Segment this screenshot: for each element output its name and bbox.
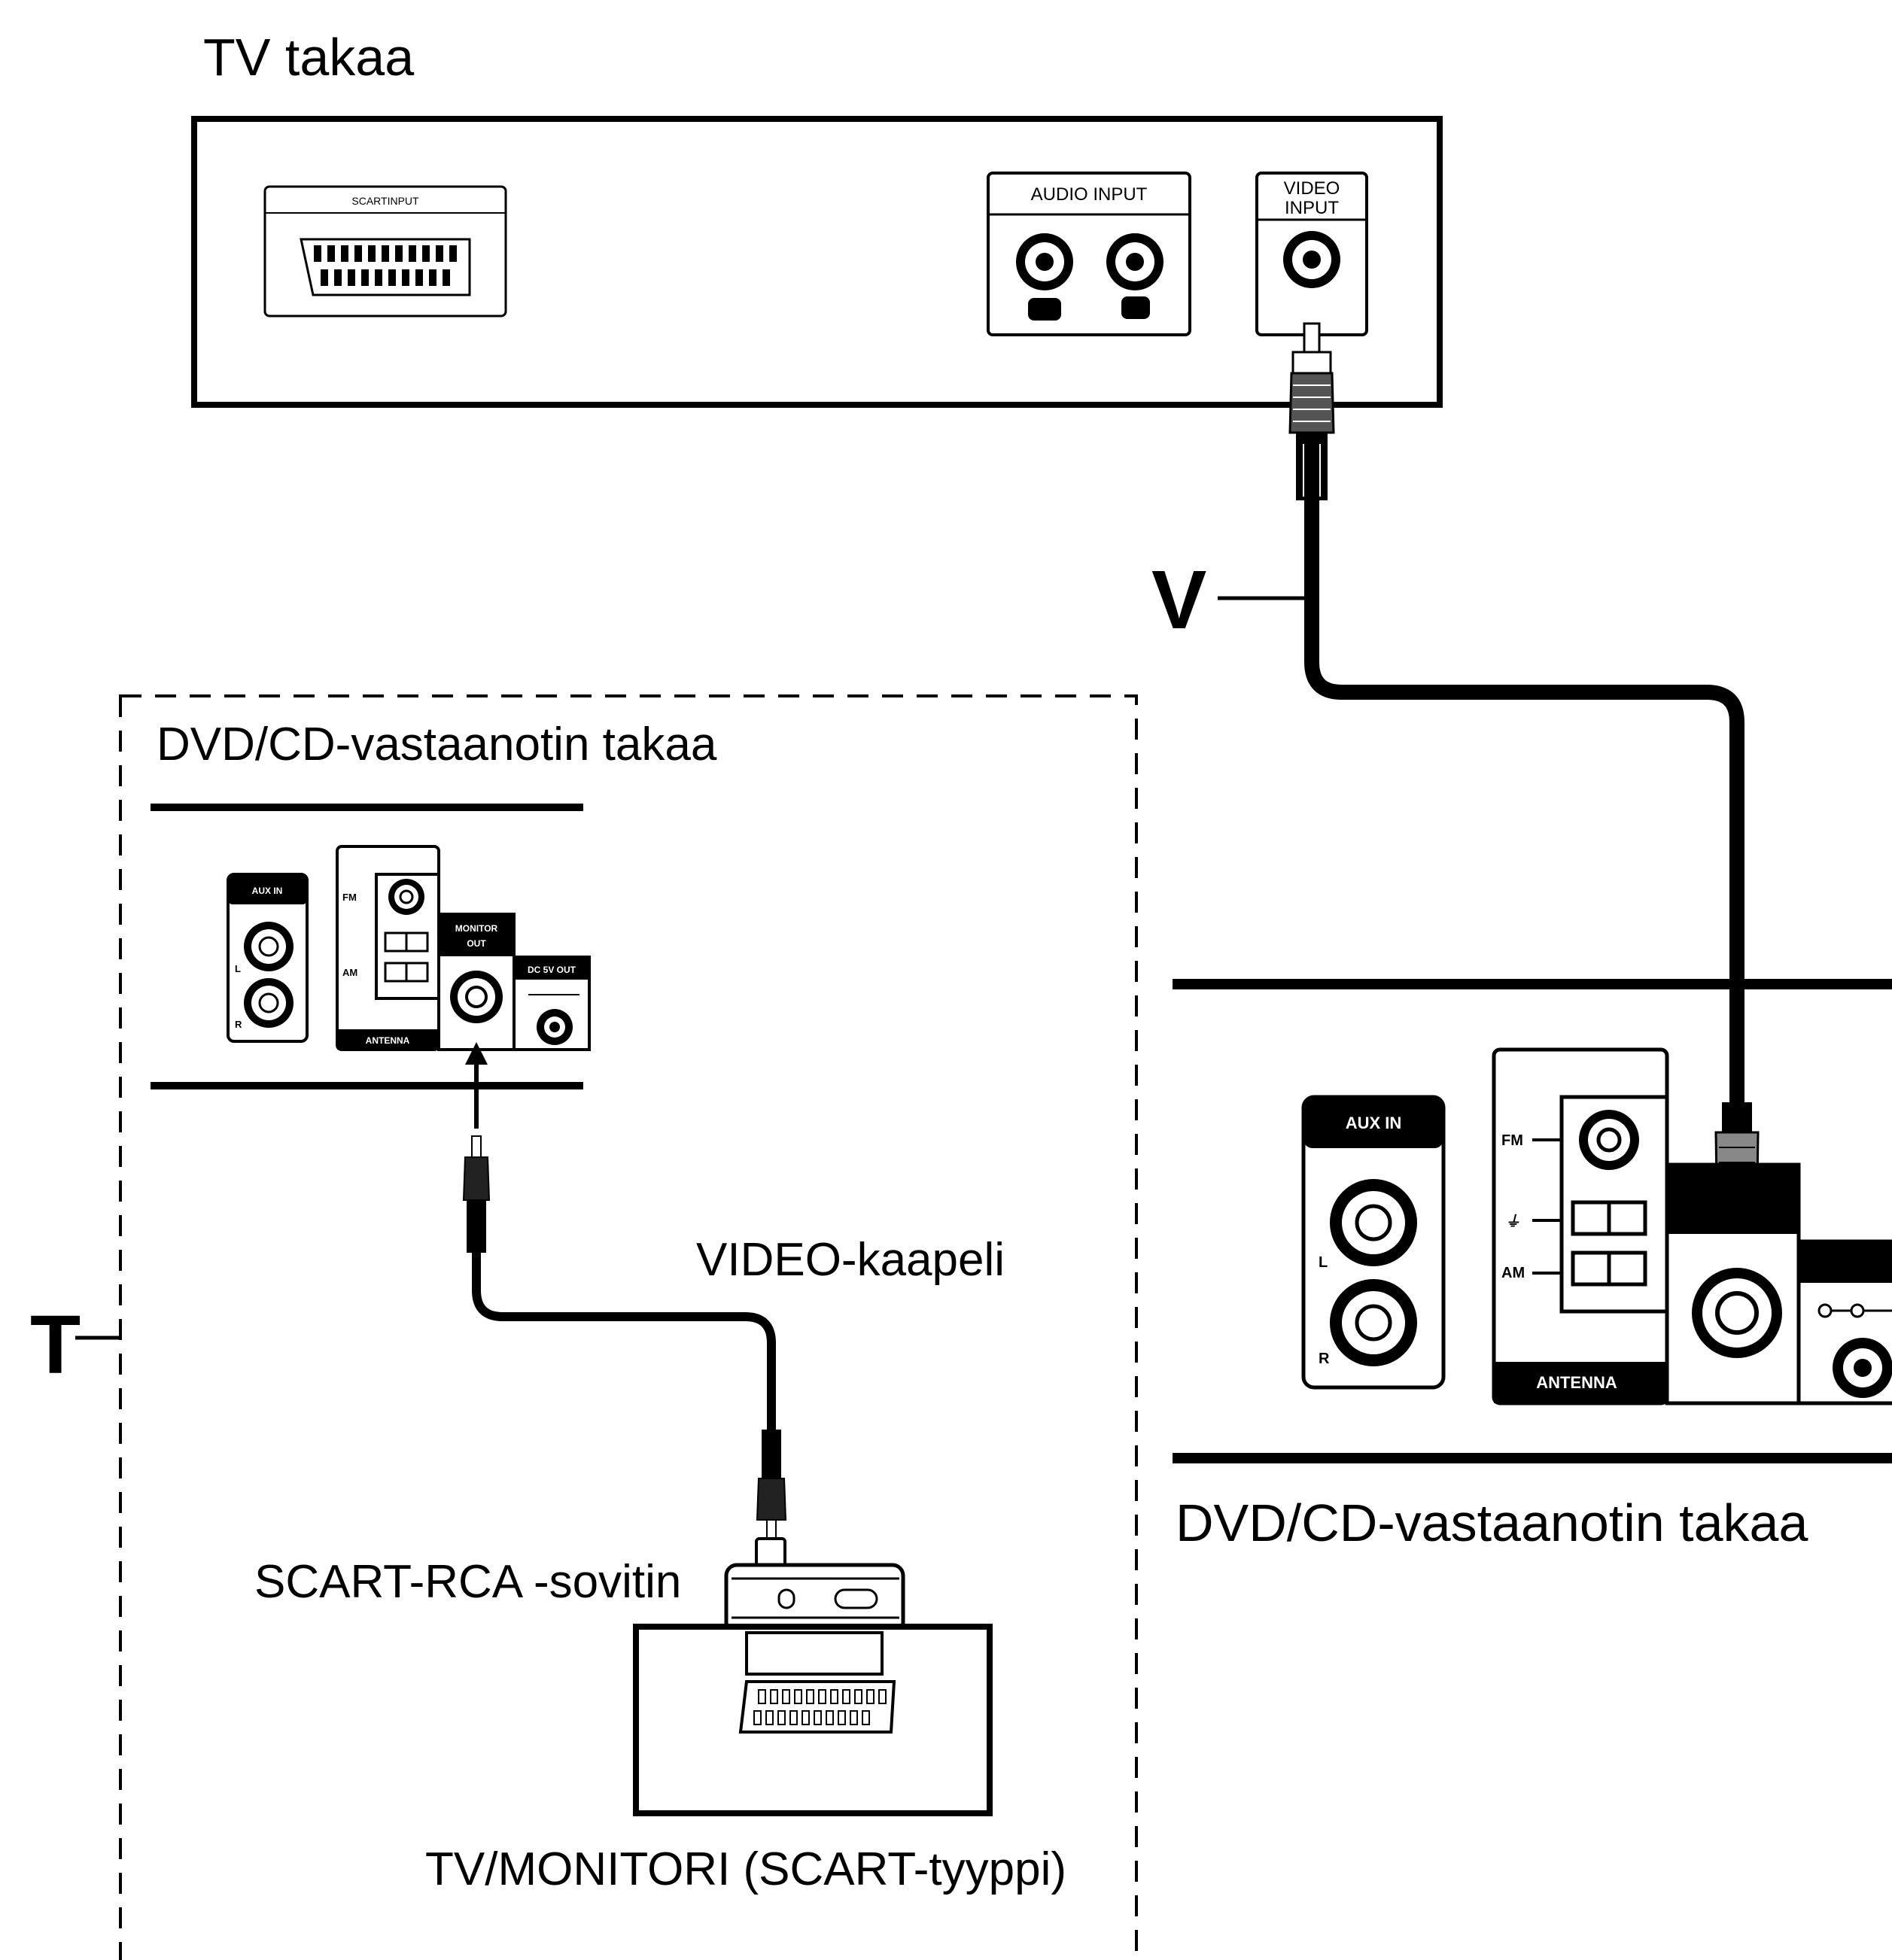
tv-audio-jack-left bbox=[1016, 233, 1073, 321]
inset-video-cable bbox=[462, 1135, 787, 1542]
dvd-back-main-title: DVD/CD-vastaanotin takaa bbox=[1176, 1494, 1808, 1552]
tv-scart-input: SCARTINPUT bbox=[263, 185, 507, 318]
am-label: AM bbox=[1501, 1265, 1525, 1281]
tv-audio-input: AUDIO INPUT bbox=[987, 172, 1191, 336]
inset-monitor-out-block: MONITOR OUT bbox=[437, 913, 516, 1051]
aux-jack-r: R bbox=[1319, 1351, 1330, 1367]
inset-fm-label: FM bbox=[342, 892, 357, 903]
antenna-label: ANTENNA bbox=[1536, 1373, 1617, 1392]
dvd-back-inset-title: DVD/CD-vastaanotin takaa bbox=[157, 719, 717, 770]
video-cable-label: VIDEO-kaapeli bbox=[696, 1234, 1005, 1286]
inset-aux-label: AUX IN bbox=[252, 886, 283, 896]
dvd-aux-in-block: AUX IN L R bbox=[1301, 1095, 1446, 1390]
fm-label: FM bbox=[1501, 1132, 1523, 1149]
inset-jack-r: R bbox=[235, 1019, 242, 1030]
inset-insert-arrow bbox=[465, 1042, 488, 1129]
inset-monitor-out-label-2: OUT bbox=[467, 938, 486, 949]
audio-input-label: AUDIO INPUT bbox=[1031, 184, 1148, 205]
t-inset-box bbox=[119, 694, 1138, 1960]
inset-monitor-out-label-1: MONITOR bbox=[455, 923, 498, 934]
dvd-monitor-out-block bbox=[1665, 1162, 1801, 1405]
inset-antenna-block: FM AM ANTENNA bbox=[336, 845, 440, 1051]
inset-dc-out-label: DC 5V OUT bbox=[528, 965, 576, 975]
aux-jack-l: L bbox=[1319, 1254, 1328, 1271]
inset-aux-block: AUX IN L R bbox=[227, 873, 309, 1043]
dvd-dc-out-block bbox=[1796, 1239, 1892, 1405]
tv-monitor-scart bbox=[633, 1624, 993, 1816]
inset-jack-l: L bbox=[235, 963, 241, 974]
v-marker: V bbox=[1151, 554, 1206, 646]
video-input-label-2: INPUT bbox=[1285, 198, 1339, 218]
inset-dc-out-block: DC 5V OUT bbox=[513, 956, 591, 1051]
inset-am-label: AM bbox=[342, 967, 357, 978]
tv-audio-jack-right bbox=[1106, 233, 1163, 319]
tv-back-title: TV takaa bbox=[203, 28, 414, 87]
video-input-label-1: VIDEO bbox=[1284, 178, 1340, 199]
dvd-antenna-block: FM ⏚ AM ANTENNA bbox=[1492, 1047, 1669, 1405]
ground-symbol: ⏚ bbox=[1505, 1214, 1520, 1230]
inset-antenna-label: ANTENNA bbox=[366, 1035, 410, 1046]
scart-input-label: SCARTINPUT bbox=[351, 195, 419, 207]
aux-in-label: AUX IN bbox=[1346, 1114, 1402, 1132]
tv-monitor-label: TV/MONITORI (SCART-tyyppi) bbox=[425, 1843, 1066, 1895]
tv-video-input: VIDEO INPUT bbox=[1255, 172, 1368, 336]
t-marker: T bbox=[30, 1299, 81, 1391]
scart-rca-adapter-label: SCART-RCA -sovitin bbox=[254, 1556, 681, 1608]
